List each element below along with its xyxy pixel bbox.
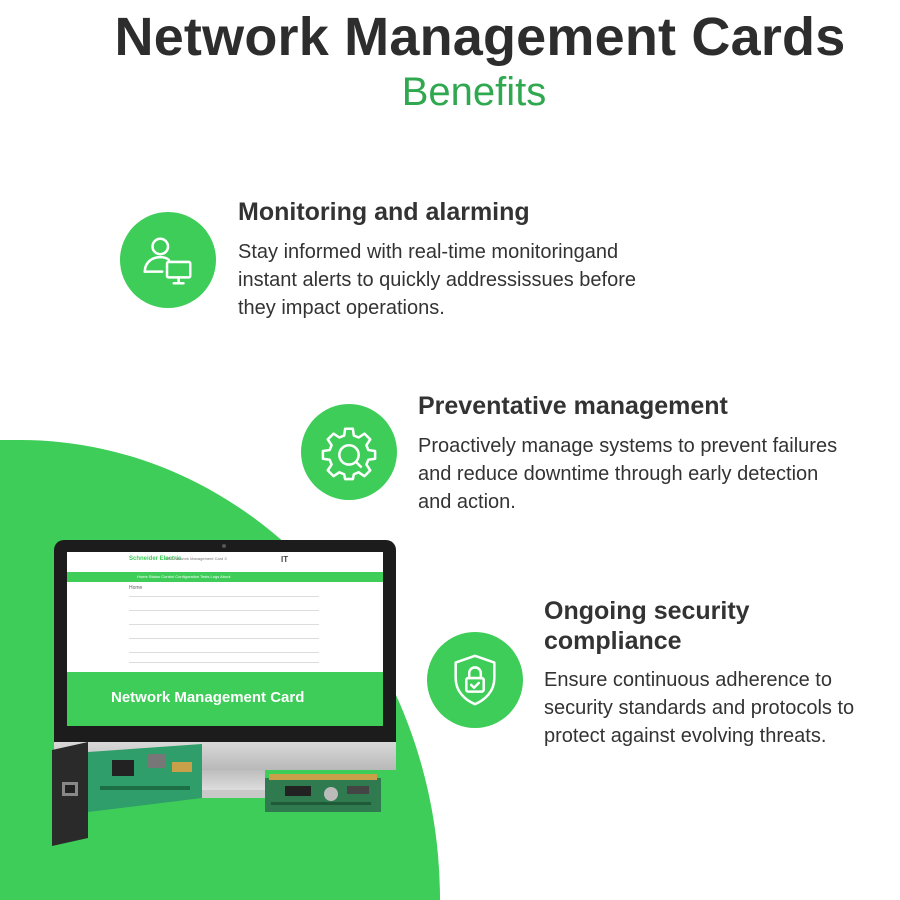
screen-nav-text: Home Status Control Configuration Tests … [137, 574, 231, 579]
benefit-text-monitoring: Stay informed with real-time monitoringa… [238, 238, 636, 322]
screen-logo: Schneider Electric [129, 556, 182, 562]
monitor-base [160, 790, 290, 798]
screen-divider [129, 596, 319, 597]
screen-divider [129, 624, 319, 625]
benefit-text-line: protect against evolving threats. [544, 725, 827, 747]
monitoring-icon-circle [120, 212, 216, 308]
benefit-title-line: compliance [544, 627, 682, 655]
benefit-title-security: Ongoing security compliance [544, 596, 750, 656]
network-card-image [52, 742, 202, 846]
screen-divider [129, 652, 319, 653]
page-subtitle: Benefits [401, 70, 547, 114]
preventative-icon-circle [301, 404, 397, 500]
screen-header [67, 552, 383, 572]
screen-divider [129, 662, 319, 663]
benefit-text-preventative: Proactively manage systems to prevent fa… [418, 432, 837, 516]
benefit-title-line: Ongoing security [544, 597, 750, 625]
page-title: Network Management Cards [114, 7, 846, 67]
monitor-illustration: Schneider Electric UPS Network Managemen… [54, 540, 396, 742]
user-monitor-icon [143, 237, 192, 285]
benefit-text-line: Stay informed with real-time monitoringa… [238, 241, 619, 263]
screen-divider [129, 638, 319, 639]
screen-header-title: UPS Network Management Card 3 [165, 556, 227, 561]
gear-icon [321, 427, 377, 481]
screen-banner [67, 672, 383, 726]
screen-it-label: IT [281, 555, 289, 564]
benefit-text-line: and reduce downtime through early detect… [418, 463, 819, 485]
screen-home-label: Home [129, 585, 143, 591]
network-module-image [265, 774, 381, 812]
camera-dot [222, 544, 226, 548]
screen-banner-text: Network Management Card [111, 689, 305, 706]
screen-divider [129, 610, 319, 611]
benefit-text-line: they impact operations. [238, 297, 445, 319]
monitor-stand [185, 770, 265, 792]
security-icon-circle [427, 632, 523, 728]
benefit-text-line: instant alerts to quickly addressissues … [238, 269, 636, 291]
benefit-title-preventative: Preventative management [418, 392, 728, 420]
benefit-text-line: security standards and protocols to [544, 697, 855, 719]
monitor-screen: Schneider Electric UPS Network Managemen… [67, 552, 383, 726]
benefit-text-security: Ensure continuous adherence to security … [544, 666, 854, 750]
shield-lock-icon [454, 654, 496, 706]
screen-nav-bar [67, 572, 383, 582]
benefit-text-line: Proactively manage systems to prevent fa… [418, 435, 838, 457]
benefit-title-monitoring: Monitoring and alarming [238, 198, 530, 226]
benefit-text-line: and action. [418, 491, 516, 513]
benefit-text-line: Ensure continuous adherence to [544, 669, 832, 691]
